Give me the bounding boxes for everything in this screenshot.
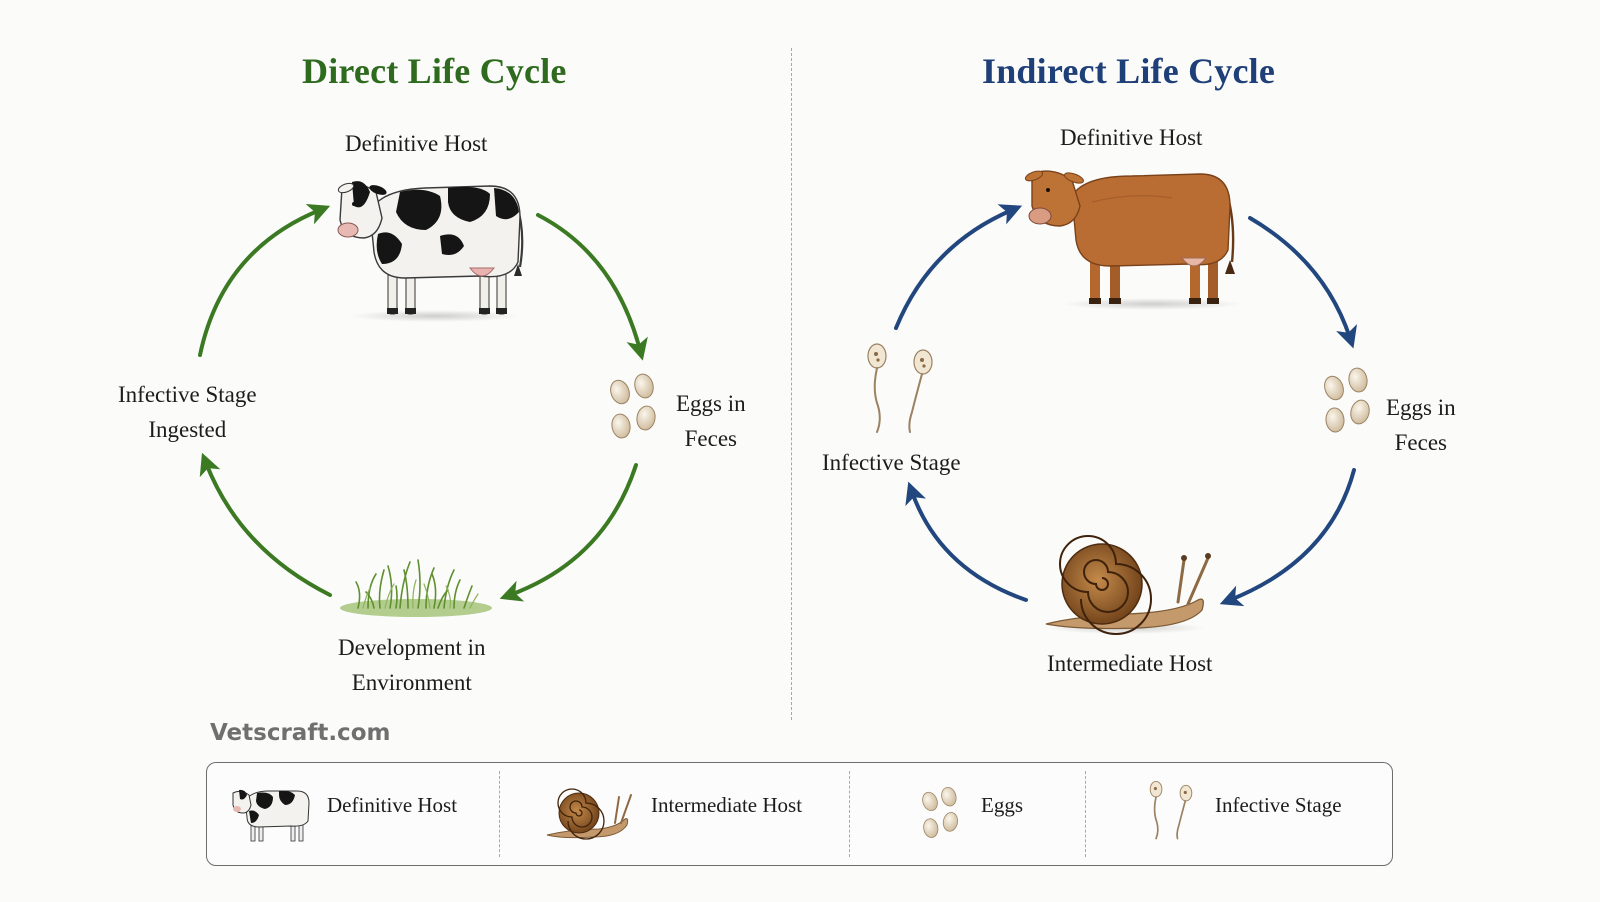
legend-snail-icon xyxy=(546,788,632,840)
indirect-host-label: Definitive Host xyxy=(1060,125,1203,150)
legend-label-definitive-host: Definitive Host xyxy=(327,793,458,817)
indirect-infective-label: Infective Stage xyxy=(822,450,961,475)
arrow-host-to-eggs xyxy=(536,213,648,361)
indirect-cycle-title: Indirect Life Cycle xyxy=(982,51,1276,91)
direct-cycle-title: Direct Life Cycle xyxy=(302,51,567,91)
arrow-environment-to-ingested xyxy=(199,452,332,597)
indirect-eggs-icon xyxy=(1324,367,1370,433)
legend-separator xyxy=(1085,771,1086,857)
arrow-eggs-to-environment xyxy=(499,463,638,602)
legend-eggs-icon xyxy=(922,787,958,838)
legend-item-infective-stage: Infective Stage xyxy=(1085,763,1394,865)
snail-icon xyxy=(1045,535,1211,635)
infective-larvae-icon xyxy=(867,343,933,433)
holstein-cow-icon xyxy=(337,181,524,322)
direct-cycle-arrows xyxy=(198,203,648,602)
legend-larvae-icon xyxy=(1149,780,1193,840)
arrow-intermediate-to-infective xyxy=(905,481,1028,602)
intermediate-host-label: Intermediate Host xyxy=(1047,651,1213,676)
legend-item-eggs: Eggs xyxy=(849,763,1085,865)
brown-cow-icon xyxy=(1024,170,1242,310)
arrow-ingested-to-host xyxy=(198,203,331,357)
legend-separator xyxy=(499,771,500,857)
arrow-host-to-eggs-indirect xyxy=(1248,216,1358,349)
legend-label-infective-stage: Infective Stage xyxy=(1215,793,1342,817)
brand-watermark: Vetscraft.com xyxy=(210,720,391,746)
legend-label-intermediate-host: Intermediate Host xyxy=(651,793,803,817)
direct-eggs-icon xyxy=(610,373,656,439)
direct-environment-label: Development in Environment xyxy=(338,635,486,695)
panel-divider xyxy=(791,48,792,720)
legend-item-definitive-host: Definitive Host xyxy=(207,763,499,865)
legend-cow-icon xyxy=(232,789,310,842)
grass-icon xyxy=(340,559,492,617)
legend-box: Definitive Host Intermediate Host Eggs xyxy=(206,762,1393,866)
direct-eggs-label: Eggs in Feces xyxy=(676,391,746,451)
legend-item-intermediate-host: Intermediate Host xyxy=(499,763,849,865)
direct-ingested-label: Infective Stage Ingested xyxy=(118,382,257,442)
legend-label-eggs: Eggs xyxy=(981,793,1023,817)
indirect-eggs-label: Eggs in Feces xyxy=(1386,395,1456,455)
direct-host-label: Definitive Host xyxy=(345,131,488,156)
legend-separator xyxy=(849,771,850,857)
arrow-eggs-to-intermediate xyxy=(1219,468,1356,607)
arrow-infective-to-host xyxy=(894,204,1023,330)
indirect-cycle-arrows xyxy=(894,204,1358,607)
